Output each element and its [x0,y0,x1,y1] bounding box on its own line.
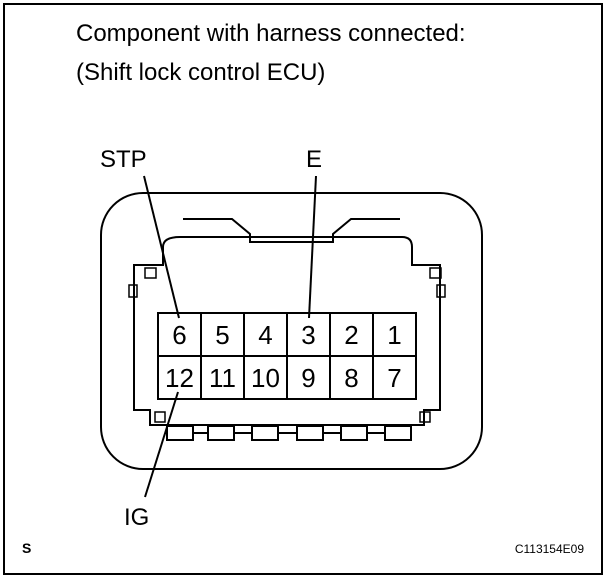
pin-6: 6 [172,320,186,350]
connector-housing-outer [100,192,483,470]
notch-right-mid [436,284,446,298]
bottom-tab-3 [251,425,279,441]
notch-left-top [144,267,157,279]
connector-body-inner [133,236,441,426]
pin-5: 5 [215,320,229,350]
pin-12: 12 [165,363,194,393]
pin-2: 2 [344,320,358,350]
leader-stp [143,175,180,319]
leader-e [308,175,317,319]
pin-4: 4 [258,320,272,350]
notch-left-mid [128,284,138,298]
connector-latch [183,218,400,243]
pin-8: 8 [344,363,358,393]
figure-frame [3,3,603,575]
pin-grid: 6 5 4 3 2 1 12 11 10 9 8 7 [157,312,417,400]
title-line-2: (Shift lock control ECU) [76,59,326,86]
pin-10: 10 [251,363,280,393]
bottom-tab-2 [207,425,235,441]
pin-11: 11 [209,363,236,393]
bottom-tab-1 [166,425,194,441]
bottom-tab-4 [296,425,324,441]
pin-1: 1 [387,320,401,350]
pin-7: 7 [387,363,401,393]
pin-9: 9 [301,363,315,393]
notch-left-bottom [154,411,166,423]
leader-ig [144,391,179,498]
title-line-1: Component with harness connected: [76,20,466,47]
footer-code-left: S [22,540,32,556]
notch-right-bottom [419,411,431,423]
pin-3: 3 [301,320,315,350]
callout-ig: IG [124,504,150,531]
callout-e: E [306,146,323,173]
bottom-tab-6 [384,425,412,441]
callout-stp: STP [100,146,147,173]
notch-right-top [429,267,442,279]
figure-id: C113154E09 [514,542,584,556]
bottom-tab-5 [340,425,368,441]
